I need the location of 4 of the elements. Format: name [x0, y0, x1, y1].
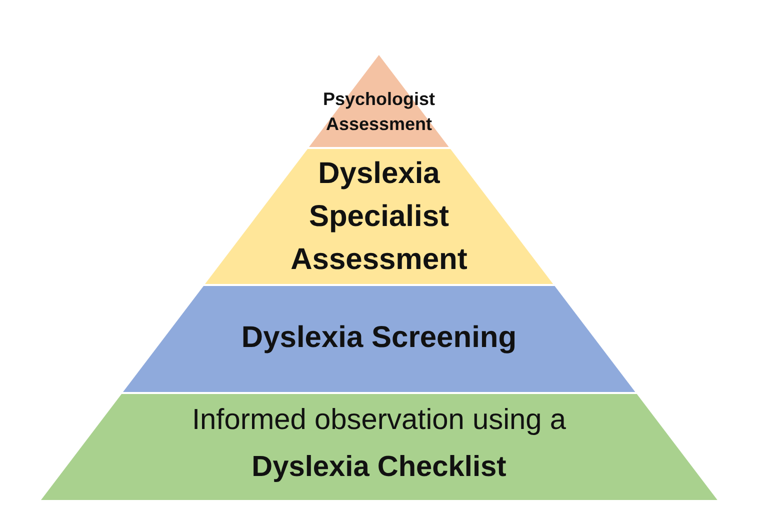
tier-label: Informed observation using a Dyslexia Checklist [191, 403, 566, 485]
tier-label: Dyslexia Screening [240, 320, 518, 356]
tier-label: Dyslexia Specialist Assessment [290, 156, 468, 278]
tier-label: Psychologist Assessment [322, 88, 436, 136]
